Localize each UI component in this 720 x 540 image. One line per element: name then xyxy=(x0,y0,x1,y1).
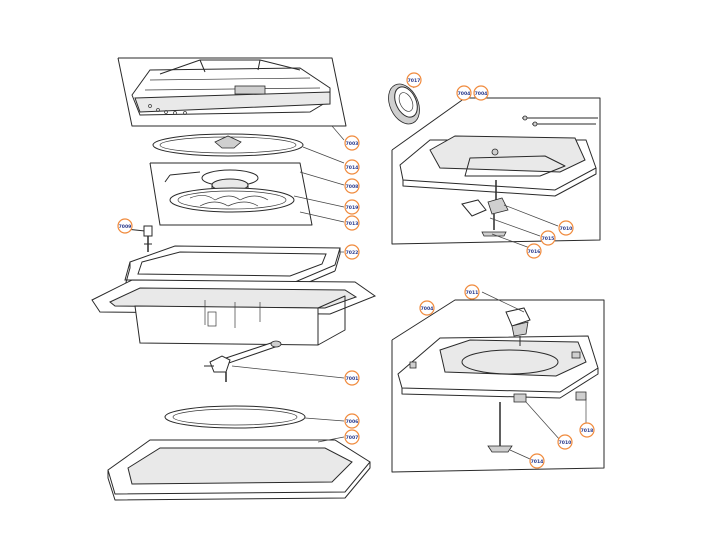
control-knob xyxy=(388,83,420,125)
callout-7018: 7018 xyxy=(579,422,595,438)
svg-text:7006: 7006 xyxy=(346,419,359,425)
callout-7006: 7006 xyxy=(344,413,360,429)
control-unit-assembly-upper xyxy=(391,97,601,249)
svg-text:7001: 7001 xyxy=(346,376,359,382)
callout-7011: 7011 xyxy=(464,284,480,300)
callout-7010-upper: 7010 xyxy=(558,220,574,236)
svg-text:7018: 7018 xyxy=(581,428,594,434)
svg-text:7004: 7004 xyxy=(475,91,488,97)
fan-blade-disc xyxy=(152,133,345,164)
lid-assembly xyxy=(117,57,347,141)
callout-7009: 7009 xyxy=(117,218,133,234)
callout-7003: 7003 xyxy=(344,135,360,151)
svg-text:7017: 7017 xyxy=(408,78,421,84)
motor-fan-assembly xyxy=(149,162,345,226)
crank-handle xyxy=(204,340,345,382)
callout-7014-lower: 7014 xyxy=(529,453,545,469)
svg-text:7009: 7009 xyxy=(119,224,132,230)
callout-7016: 7016 xyxy=(526,243,542,259)
svg-text:7007: 7007 xyxy=(346,435,359,441)
callout-7015: 7015 xyxy=(540,230,556,246)
callout-7004-top-left: 7004 xyxy=(456,85,472,101)
svg-text:7014: 7014 xyxy=(346,165,359,171)
callout-7017: 7017 xyxy=(406,72,422,88)
callout-7007: 7007 xyxy=(344,429,360,445)
callout-7004-lower: 7004 xyxy=(419,300,435,316)
callout-7008: 7008 xyxy=(344,178,360,194)
callout-7010-lower: 7010 xyxy=(557,434,573,450)
svg-text:7003: 7003 xyxy=(346,141,359,147)
svg-text:7015: 7015 xyxy=(542,236,555,242)
callout-7014: 7014 xyxy=(344,159,360,175)
svg-text:7008: 7008 xyxy=(346,184,359,190)
control-unit-assembly-lower xyxy=(391,291,605,473)
base-frame xyxy=(91,279,377,346)
callout-7022: 7022 xyxy=(344,244,360,260)
svg-text:7011: 7011 xyxy=(466,290,479,296)
svg-text:7010: 7010 xyxy=(559,440,572,446)
svg-text:7013: 7013 xyxy=(346,221,359,227)
svg-text:7004: 7004 xyxy=(458,91,471,97)
callout-7019: 7019 xyxy=(344,199,360,215)
square-gasket xyxy=(124,245,344,289)
svg-text:7004: 7004 xyxy=(421,306,434,312)
svg-text:7016: 7016 xyxy=(528,249,541,255)
inner-trim-ring xyxy=(164,405,345,429)
ceiling-trim-frame xyxy=(107,436,371,501)
svg-text:7022: 7022 xyxy=(346,250,359,256)
callout-7013: 7013 xyxy=(344,215,360,231)
handle-shaft-part xyxy=(125,225,153,252)
callout-7001: 7001 xyxy=(344,370,360,386)
callout-7004-top-right: 7004 xyxy=(473,85,489,101)
svg-text:7014: 7014 xyxy=(531,459,544,465)
svg-text:7019: 7019 xyxy=(346,205,359,211)
svg-text:7010: 7010 xyxy=(560,226,573,232)
